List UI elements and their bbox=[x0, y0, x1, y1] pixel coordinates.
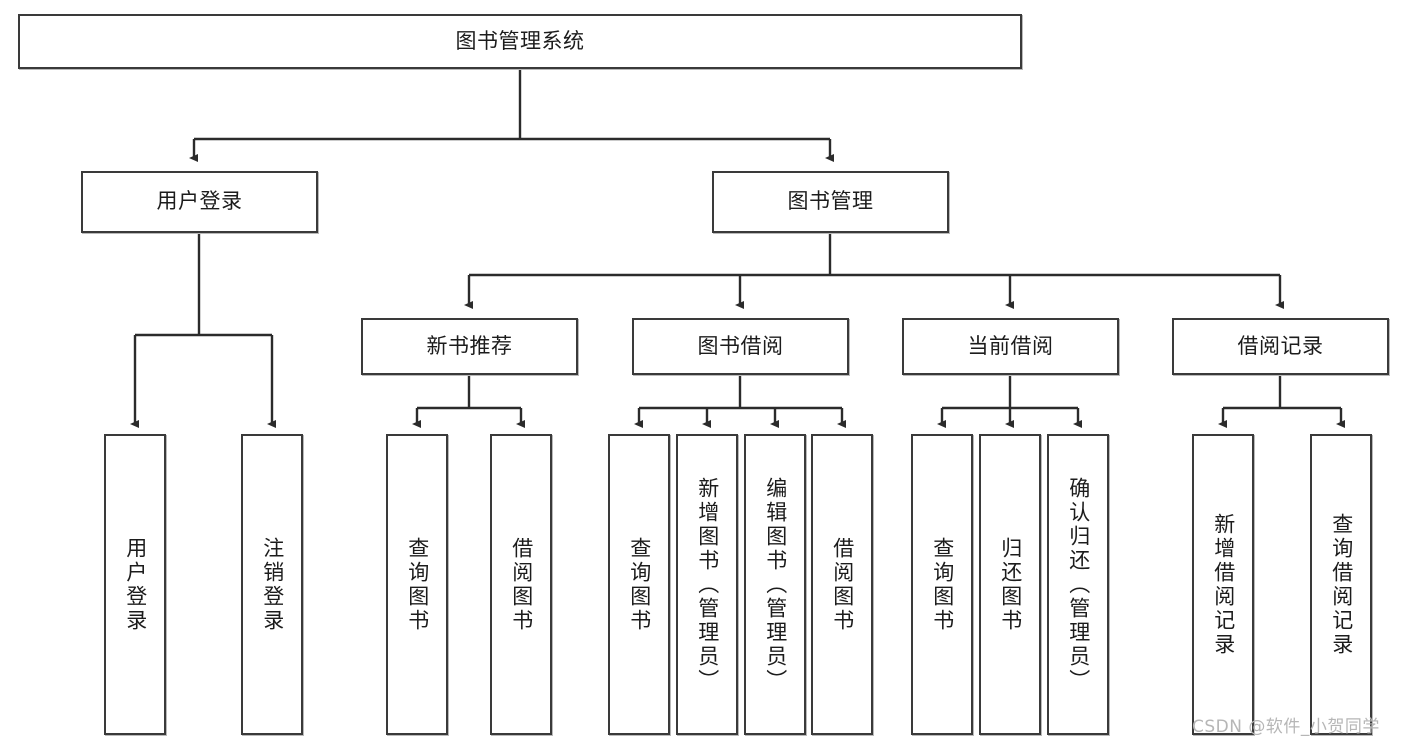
leaf-confirm-return[interactable]: 确认归还（管理员） bbox=[1047, 434, 1109, 735]
leaf-add-book-label: 新增图书（管理员） bbox=[695, 476, 720, 693]
leaf-add-book[interactable]: 新增图书（管理员） bbox=[676, 434, 738, 735]
leaf-query-book-1-label: 查询图书 bbox=[405, 536, 430, 633]
leaf-borrow-book-2-label: 借阅图书 bbox=[830, 536, 855, 633]
leaf-user-logout-label: 注销登录 bbox=[260, 536, 285, 633]
node-book-borrow-label: 图书借阅 bbox=[697, 333, 784, 358]
node-book-manage-label: 图书管理 bbox=[787, 189, 874, 214]
leaf-return-book[interactable]: 归还图书 bbox=[979, 434, 1041, 735]
leaf-edit-book-label: 编辑图书（管理员） bbox=[763, 476, 788, 693]
leaf-add-record-label: 新增借阅记录 bbox=[1211, 512, 1236, 657]
leaf-user-logout[interactable]: 注销登录 bbox=[241, 434, 303, 735]
leaf-query-book-3[interactable]: 查询图书 bbox=[911, 434, 973, 735]
leaf-user-login[interactable]: 用户登录 bbox=[104, 434, 166, 735]
csdn-watermark: CSDN @软件_小贺同学 bbox=[1192, 717, 1380, 737]
node-book-manage[interactable]: 图书管理 bbox=[712, 171, 949, 233]
node-user-login-label: 用户登录 bbox=[156, 189, 243, 214]
node-user-login[interactable]: 用户登录 bbox=[81, 171, 318, 233]
leaf-return-book-label: 归还图书 bbox=[998, 536, 1023, 633]
leaf-user-login-label: 用户登录 bbox=[123, 536, 148, 633]
leaf-query-book-3-label: 查询图书 bbox=[930, 536, 955, 633]
leaf-borrow-book-1[interactable]: 借阅图书 bbox=[490, 434, 552, 735]
leaf-edit-book[interactable]: 编辑图书（管理员） bbox=[744, 434, 806, 735]
node-new-book-recommend-label: 新书推荐 bbox=[426, 333, 513, 358]
node-current-borrow-label: 当前借阅 bbox=[967, 333, 1054, 358]
node-current-borrow[interactable]: 当前借阅 bbox=[902, 318, 1119, 375]
leaf-query-record[interactable]: 查询借阅记录 bbox=[1310, 434, 1372, 735]
node-book-borrow[interactable]: 图书借阅 bbox=[632, 318, 849, 375]
node-borrow-record-label: 借阅记录 bbox=[1237, 333, 1324, 358]
node-new-book-recommend[interactable]: 新书推荐 bbox=[361, 318, 578, 375]
leaf-borrow-book-1-label: 借阅图书 bbox=[509, 536, 534, 633]
leaf-query-book-2-label: 查询图书 bbox=[627, 536, 652, 633]
leaf-confirm-return-label: 确认归还（管理员） bbox=[1066, 476, 1091, 693]
node-root-label: 图书管理系统 bbox=[455, 28, 585, 53]
leaf-query-book-1[interactable]: 查询图书 bbox=[386, 434, 448, 735]
leaf-query-record-label: 查询借阅记录 bbox=[1329, 512, 1354, 657]
leaf-query-book-2[interactable]: 查询图书 bbox=[608, 434, 670, 735]
leaf-borrow-book-2[interactable]: 借阅图书 bbox=[811, 434, 873, 735]
node-borrow-record[interactable]: 借阅记录 bbox=[1172, 318, 1389, 375]
node-root[interactable]: 图书管理系统 bbox=[18, 14, 1022, 69]
leaf-add-record[interactable]: 新增借阅记录 bbox=[1192, 434, 1254, 735]
